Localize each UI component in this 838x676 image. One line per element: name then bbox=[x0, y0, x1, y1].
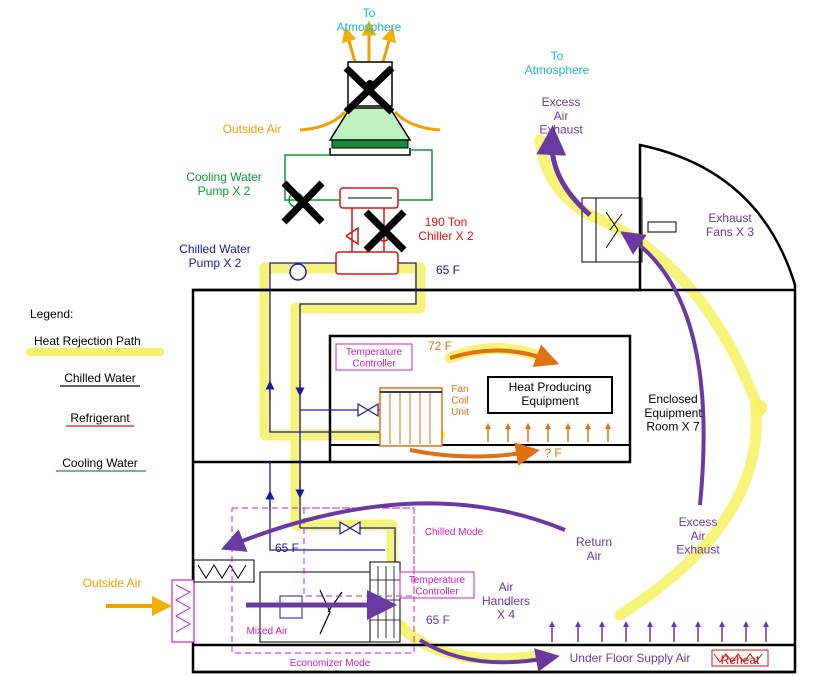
label-unknown-temp: ? F bbox=[544, 446, 561, 460]
legend-chilled-water: Chilled Water bbox=[64, 371, 136, 385]
legend-heat-rejection: Heat Rejection Path bbox=[34, 334, 141, 348]
label-outside-air-tower: Outside Air bbox=[223, 122, 282, 136]
label-72f: 72 F bbox=[428, 339, 452, 353]
x-mark-tower bbox=[343, 65, 395, 115]
label-outside-air-ahu: Outside Air bbox=[83, 576, 142, 590]
under-floor-arrows bbox=[549, 621, 769, 642]
fcu-valve bbox=[357, 402, 379, 418]
excess-exhaust-arrow-right bbox=[620, 231, 706, 506]
chilled-water-pump-symbol bbox=[289, 263, 307, 281]
excess-exhaust-arrow-top bbox=[536, 125, 592, 217]
warm-air-return-arrow bbox=[449, 344, 560, 368]
x-mark-chiller bbox=[363, 209, 407, 253]
label-economizer-mode: Economizer Mode bbox=[290, 658, 371, 669]
enclosed-room-box bbox=[328, 334, 632, 464]
heat-path-node bbox=[751, 400, 767, 416]
return-air-arrow bbox=[220, 501, 566, 552]
legend-refrigerant: Refrigerant bbox=[70, 411, 130, 425]
label-chilled-mode: Chilled Mode bbox=[425, 527, 484, 538]
exhaust-fan bbox=[581, 197, 677, 263]
temperature-controller-ahu-box bbox=[399, 571, 475, 599]
cooling-tower bbox=[299, 20, 441, 156]
evaporator bbox=[335, 251, 399, 275]
legend bbox=[26, 348, 164, 472]
legend-cooling-water: Cooling Water bbox=[62, 456, 138, 470]
supply-air-arrow bbox=[418, 638, 560, 672]
fan-coil-unit bbox=[379, 387, 443, 447]
ahu-valve bbox=[339, 520, 361, 536]
label-65f-chiller: 65 F bbox=[436, 263, 460, 277]
heat-up-arrows bbox=[485, 423, 611, 442]
legend-title: Legend: bbox=[30, 307, 73, 321]
temperature-controller-room-box bbox=[335, 343, 413, 371]
label-under-floor-supply-air: Under Floor Supply Air bbox=[570, 651, 691, 665]
label-reheat: Reheat bbox=[721, 653, 760, 667]
heat-producing-equipment-box bbox=[487, 376, 613, 414]
label-65f-ahu: 65 F bbox=[275, 541, 299, 555]
label-65f-supply: 65 F bbox=[426, 613, 450, 627]
x-mark-pump bbox=[281, 180, 325, 225]
building-outline bbox=[191, 143, 797, 674]
label-mixed-air: Mixed Air bbox=[246, 626, 288, 637]
cool-air-arrow bbox=[409, 442, 540, 466]
